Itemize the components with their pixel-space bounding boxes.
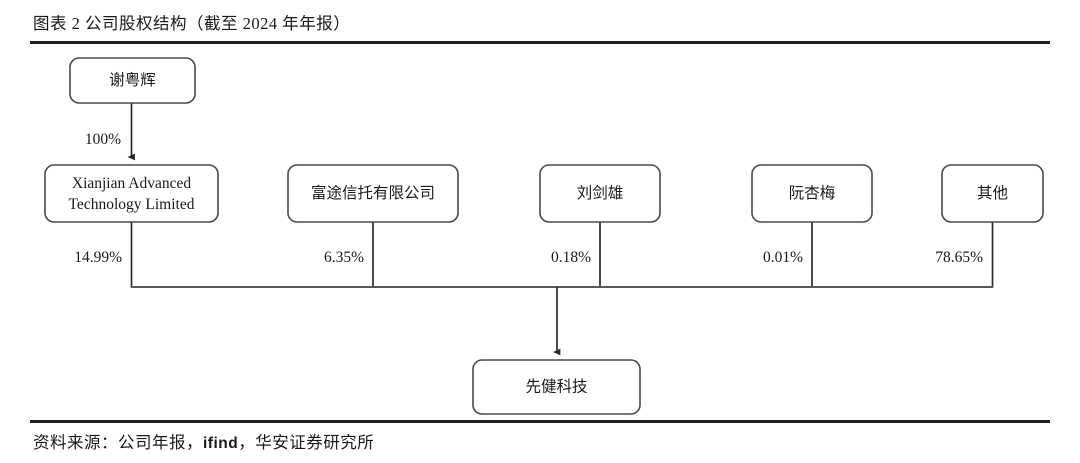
source-divider-rule [30, 420, 1050, 423]
percent-label-xianjian-advanced: 14.99% [74, 249, 122, 266]
node-shareholder-futu-trust[interactable]: 富途信托有限公司 [287, 164, 459, 223]
node-label-xianjian-advanced-line1: Xianjian Advanced [72, 175, 191, 192]
percent-label-others: 78.65% [935, 249, 983, 266]
percent-label-ruan-xing-mei: 0.01% [763, 249, 803, 266]
node-ultimate-parent[interactable]: 谢粤辉 [69, 57, 196, 104]
figure-source: 资料来源：公司年报，ifind，华安证券研究所 [33, 429, 374, 453]
node-box-xianjian-advanced[interactable] [44, 164, 219, 223]
figure-title: 图表 2 公司股权结构（截至 2024 年年报） [33, 14, 351, 33]
node-label-ruan-xing-mei: 阮杏梅 [789, 184, 836, 202]
node-shareholder-others[interactable]: 其他 [941, 164, 1044, 223]
node-target-company[interactable]: 先健科技 [472, 359, 641, 415]
node-box-ultimate-parent[interactable] [69, 57, 196, 104]
node-box-ruan-xing-mei[interactable] [751, 164, 873, 223]
node-label-xianjian-advanced-line2: Technology Limited [69, 196, 195, 213]
source-prefix-text: 资料来源：公司年报， [33, 433, 203, 452]
node-box-futu-trust[interactable] [287, 164, 459, 223]
node-label-ultimate-parent: 谢粤辉 [109, 70, 156, 89]
node-shareholder-liu-jian-xiong[interactable]: 刘剑雄 [539, 164, 661, 223]
source-brand-ifind: ifind [203, 435, 239, 452]
percent-label-liu-jian-xiong: 0.18% [551, 249, 591, 266]
percent-label-futu-trust: 6.35% [324, 249, 364, 266]
node-shareholder-xianjian-advanced[interactable]: Xianjian Advanced Technology Limited [44, 164, 219, 223]
node-box-liu-jian-xiong[interactable] [539, 164, 661, 223]
node-label-futu-trust: 富途信托有限公司 [311, 184, 435, 202]
node-box-target-company[interactable] [472, 359, 641, 415]
node-label-target-company: 先健科技 [525, 378, 587, 396]
percent-label-parent-to-xianjian-advanced: 100% [85, 131, 121, 148]
node-shareholder-ruan-xing-mei[interactable]: 阮杏梅 [751, 164, 873, 223]
title-divider-rule [30, 41, 1050, 44]
source-suffix-text: ，华安证券研究所 [238, 433, 375, 452]
node-label-others: 其他 [977, 184, 1008, 202]
node-label-liu-jian-xiong: 刘剑雄 [577, 184, 624, 202]
node-box-others[interactable] [941, 164, 1044, 223]
